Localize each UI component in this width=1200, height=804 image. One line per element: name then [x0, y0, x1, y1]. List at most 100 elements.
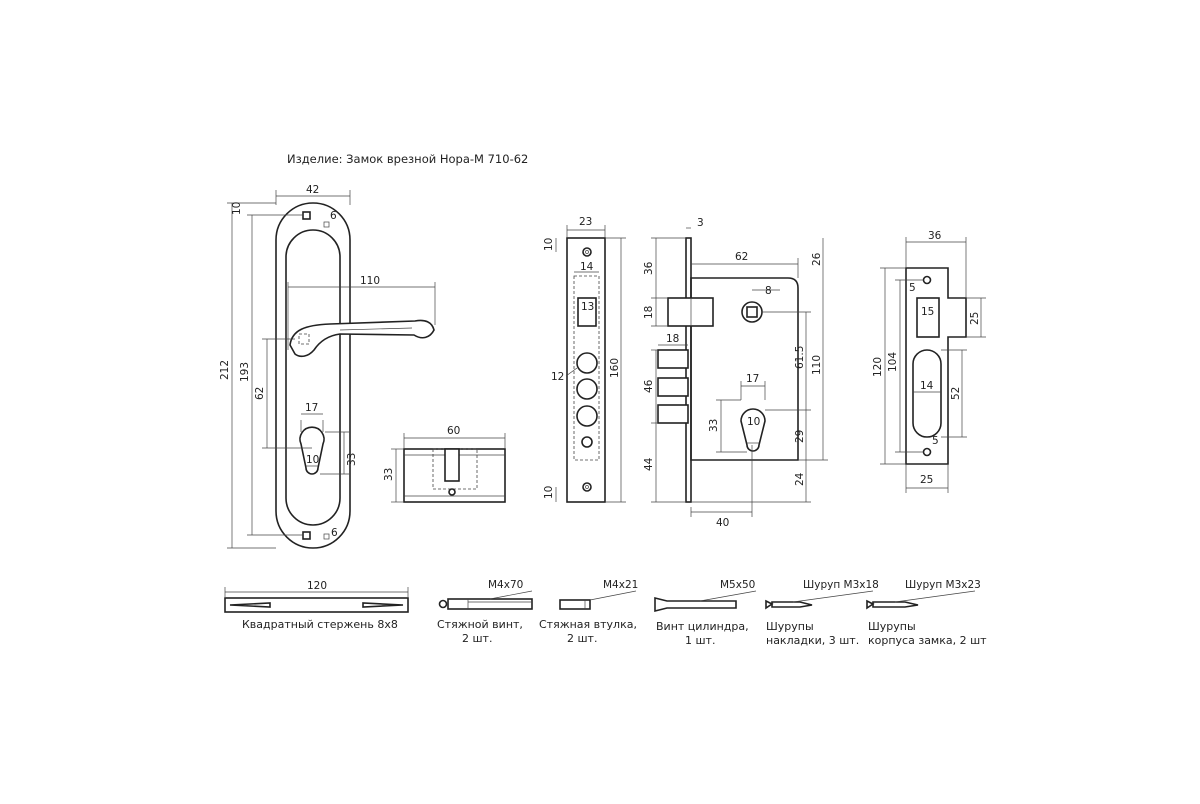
part-dim-0: 120: [307, 580, 327, 592]
dim-strike-bolt-height: 52: [950, 387, 962, 400]
latch-bolt: [667, 297, 714, 327]
dim-top-offset: 26: [811, 252, 823, 266]
dim-bolt-diameter: 12: [551, 371, 564, 383]
part-dim-5: Шуруп М3х23: [905, 579, 981, 591]
screw-hole-top-small: [323, 221, 330, 228]
dim-strike-height: 120: [872, 357, 884, 377]
dim-bolt-window: 14: [580, 261, 594, 273]
dim-plate-total: 212: [219, 360, 231, 380]
dim-body-width: 62: [735, 251, 748, 263]
screw-hole-top: [302, 211, 311, 220]
faceplate-screw-mid: [581, 436, 593, 448]
dim-backset: 40: [716, 517, 729, 529]
part-label-5-line-1: корпуса замка, 2 шт: [868, 634, 987, 647]
part-label-2-line-1: 2 шт.: [567, 632, 597, 645]
lock-cylinder-hole: [740, 408, 766, 452]
square-spindle: [224, 597, 409, 613]
wood-screw-long-head: [866, 599, 875, 610]
spindle-hub: [741, 301, 763, 323]
dim-plate-screws: 193: [239, 362, 251, 382]
dim-cylinder-width: 17: [305, 402, 318, 414]
dim-lock-cyl-width: 17: [746, 373, 759, 385]
dim-strike-screw-bottom: 5: [932, 435, 939, 447]
part-label-3-line-1: 1 шт.: [685, 634, 715, 647]
deadbolt-2: [657, 377, 689, 397]
part-label-2-line-0: Стяжная втулка,: [539, 618, 637, 631]
bolt-hole-2: [576, 378, 598, 400]
dim-cylinder-body-height: 33: [383, 468, 395, 481]
dim-handle-cylinder: 62: [254, 387, 266, 400]
dim-strike-screw: 5: [909, 282, 916, 294]
part-dim-2: М4х21: [603, 579, 638, 591]
faceplate-view: 23 10 14 13 12 160 10: [543, 216, 626, 503]
dim-latch-window: 13: [581, 301, 594, 313]
deadbolt-1: [657, 349, 689, 369]
dim-faceplate-height: 160: [609, 358, 621, 378]
handle-plate-view: 42 10 6 110 212 193 62 17 10 33 6: [219, 184, 436, 549]
dim-strike-window-height: 25: [969, 312, 981, 325]
spindle-square: [298, 333, 310, 345]
strike-plate-view: 36 5 15 25 120 104 14 52 5 25: [872, 230, 986, 493]
connecting-screw-head: [438, 599, 448, 609]
dim-bolt-span: 46: [643, 379, 655, 393]
dim-cylinder-hole: 10: [306, 454, 319, 466]
dim-lock-cyl-hole: 10: [747, 416, 760, 428]
cylinder-view: 60 33: [383, 425, 506, 503]
screw-hole-bottom: [302, 531, 311, 540]
dim-bolt-length: 18: [666, 333, 679, 345]
strike-latch-window: [916, 297, 940, 338]
faceplate-screw-bottom: [582, 482, 592, 492]
faceplate-outline: [566, 237, 606, 503]
connecting-sleeve: [559, 599, 591, 610]
dim-faceplate-bottom: 10: [543, 486, 555, 499]
strike-screw-bottom: [922, 447, 932, 457]
part-label-4-line-1: накладки, 3 шт.: [766, 634, 859, 647]
cylinder-screw-hole: [448, 488, 456, 496]
dim-plate-small-hole: 6: [330, 210, 337, 222]
spindle-square-hole: [746, 306, 758, 318]
parts-row: 120 Квадратный стержень 8х8 М4х70 Стяжно…: [224, 579, 987, 647]
dim-plate-width: 42: [306, 184, 319, 196]
lock-body-view: 3 62 26 36 18 8 18 46 61.5 110 17 10 33 …: [643, 217, 828, 529]
dim-plate-thickness: 3: [697, 217, 704, 229]
escutcheon-inner-outline: [285, 229, 341, 526]
cylinder-screw: [654, 596, 737, 613]
cylinder-hole: [299, 426, 325, 475]
drawing-title: Изделие: Замок врезной Нора-М 710-62: [287, 152, 528, 166]
dim-strike-bolt-window: 14: [920, 380, 934, 392]
lever-handle: [289, 319, 435, 358]
dim-strike-bottom-width: 25: [920, 474, 933, 486]
screw-hole-bottom-small: [323, 533, 330, 540]
faceplate-screw-top: [582, 247, 592, 257]
part-label-0-line-0: Квадратный стержень 8х8: [242, 618, 398, 631]
escutcheon-outline: [275, 202, 351, 549]
wood-screw-long: [872, 601, 919, 608]
part-label-1-line-0: Стяжной винт,: [437, 618, 523, 631]
dim-bottom-margin: 24: [794, 472, 806, 486]
part-dim-3: М5х50: [720, 579, 755, 591]
dim-lock-cyl-offset: 29: [794, 430, 806, 443]
strike-bolt-window: [912, 349, 942, 438]
dim-handle-reach: 110: [360, 275, 380, 287]
latch-window: [577, 297, 597, 327]
dim-cylinder-height: 33: [346, 453, 358, 466]
part-label-4-line-0: Шурупы: [766, 620, 814, 633]
dim-cylinder-length: 60: [447, 425, 460, 437]
dim-faceplate-top: 10: [543, 238, 555, 251]
dim-faceplate-width: 23: [579, 216, 592, 228]
dim-body-height: 110: [811, 355, 823, 375]
strike-screw-top: [922, 275, 932, 285]
dim-spindle: 8: [765, 285, 772, 297]
bolt-hole-3: [576, 405, 598, 427]
part-dim-1: М4х70: [488, 579, 523, 591]
lock-case: [690, 277, 799, 461]
wood-screw-short-head: [765, 599, 774, 610]
part-label-3-line-0: Винт цилиндра,: [656, 620, 749, 633]
wood-screw-short: [771, 601, 813, 608]
dim-lock-cyl-height: 33: [708, 419, 720, 432]
part-dim-4: Шуруп М3х18: [803, 579, 879, 591]
dim-plate-small-hole-bottom: 6: [331, 527, 338, 539]
part-label-5-line-0: Шурупы: [868, 620, 916, 633]
